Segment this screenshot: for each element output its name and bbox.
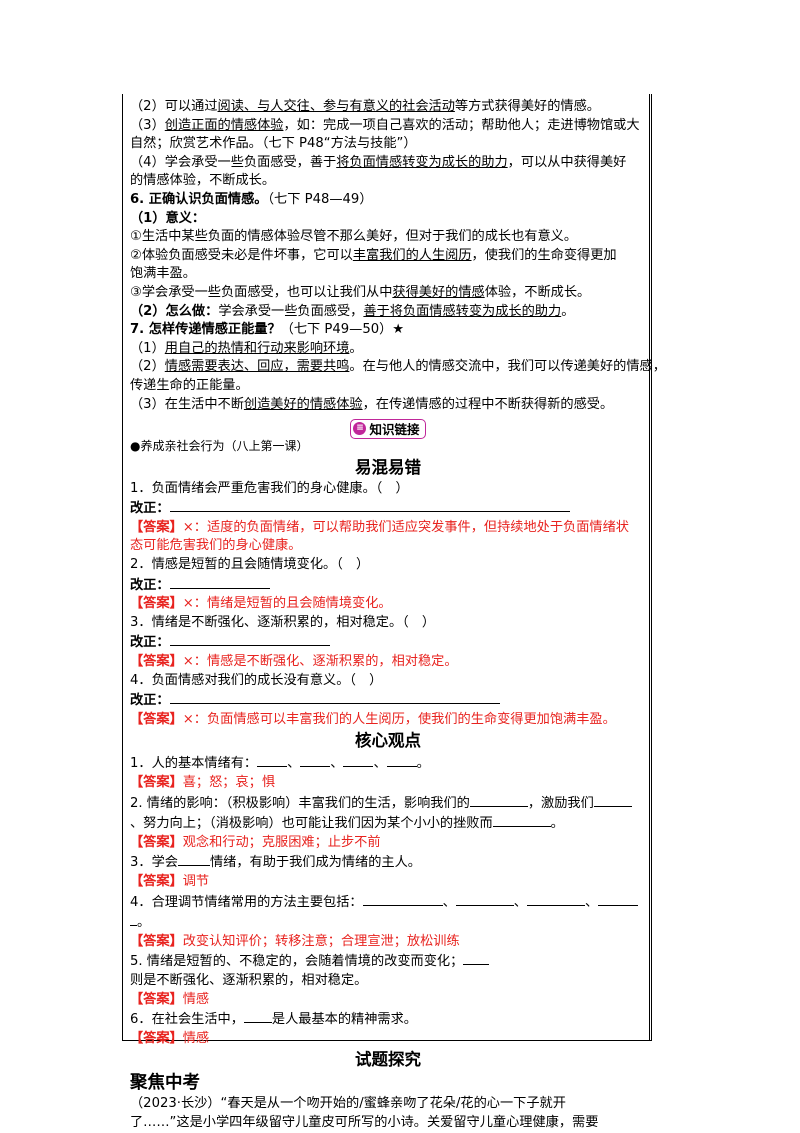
focus-heading: 聚焦中考 (130, 1073, 200, 1094)
main-content: （2）可以通过阅读、与人交往、参与有意义的社会活动等方式获得美好的情感。 （3）… (130, 98, 666, 1133)
answer-blank (526, 892, 585, 906)
answer-blank (177, 852, 210, 867)
kb-heading: 7. 怎样传递情感正能量？（七下 P49—50）★ (130, 322, 405, 338)
table-frame (122, 94, 652, 1041)
answer-line: 【答案】改变认知评价；转移注意；合理宣泄；放松训练 (130, 933, 460, 949)
kb-line: （2）怎么做：学会承受一些负面感受，善于将负面情感转变为成长的助力。 (130, 303, 575, 319)
document-icon: ≡ (353, 422, 367, 436)
answer-blank (492, 813, 551, 828)
question: 5. 情绪是短暂的、不稳定的，会随着情境的改变而变化； (130, 951, 646, 972)
kb-line: （4）学会承受一些负面感受，善于将负面情感转变为成长的助力，可以从中获得美好 (130, 154, 627, 170)
kb-line: （2）情感需要表达、回应，需要共鸣。在与他人的情感交流中，我们可以传递美好的情感… (130, 359, 666, 375)
link-item: ●养成亲社会行为（八上第一课） (130, 439, 309, 454)
answer-blank (257, 753, 288, 768)
section-title-explore: 试题探究 (355, 1050, 421, 1070)
answer-line: 【答案】×：负面情感可以丰富我们的人生阅历，使我们的生命变得更加饱满丰盈。 (130, 711, 616, 727)
answer-line: 【答案】情感 (130, 991, 210, 1007)
correction-line: 改正： (130, 498, 646, 519)
correction-line: 改正： (130, 632, 646, 653)
kb-line: （3）在生活中不断创造美好的情感体验，在传递情感的过程中不断获得新的感受。 (130, 396, 614, 412)
kb-line: 自然；欣赏艺术作品。（七下 P48“方法与技能”） (130, 136, 417, 152)
answer-blank (362, 892, 443, 906)
question: 6．在社会生活中，是人最基本的精神需求。 (130, 1009, 646, 1030)
column-divider (649, 94, 650, 1040)
kb-subheading: （1）意义： (130, 210, 206, 226)
answer-blank (593, 793, 632, 807)
answer-blank (300, 753, 331, 768)
answer-blank (469, 793, 528, 807)
answer-line: 【答案】观念和行动；克服困难；止步不前 (130, 834, 381, 850)
answer-blank (169, 498, 570, 513)
kb-line: 传递生命的正能量。 (130, 377, 249, 393)
kb-line: （1）用自己的热情和行动来影响环境。 (130, 340, 363, 356)
answer-blank (386, 753, 417, 768)
answer-blank (243, 1009, 272, 1024)
correction-line: 改正： (130, 690, 646, 711)
kb-line: ②体验负面感受未必是件坏事，它可以丰富我们的人生阅历，使我们的生命变得更加 (130, 247, 617, 263)
question: 则是不断强化、逐渐积累的，相对稳定。 (130, 972, 368, 988)
kb-line: （3）创造正面的情感体验，如：完成一项自己喜欢的活动；帮助他人；走进博物馆或大 (130, 117, 640, 133)
answer-line: 【答案】×：情感是不断强化、逐渐积累的，相对稳定。 (130, 654, 458, 670)
kb-line: ③学会承受一些负面感受，也可以让我们从中获得美好的情感体验，不断成长。 (130, 284, 591, 300)
knowledge-link-badge: ≡知识链接 (350, 418, 426, 439)
kb-heading: 6. 正确认识负面情感。（七下 P48—49） (130, 191, 373, 207)
question-intro: （2023·长沙）“春天是从一个吻开始的/蜜蜂亲吻了花朵/花的心一下子就开 (130, 1096, 566, 1112)
kb-line: 的情感体验，不断成长。 (130, 173, 276, 189)
answer-line: 【答案】×：情绪是短暂的且会随情境变化。 (130, 596, 392, 612)
answer-blank (343, 753, 374, 768)
answer-blank (455, 892, 514, 906)
answer-blank (169, 575, 270, 589)
question: 3．学会情绪，有助于我们成为情绪的主人。 (130, 852, 646, 873)
question: 1．负面情绪会严重危害我们的身心健康。（ ） (130, 480, 409, 496)
answer-blank (130, 912, 137, 927)
answer-line: 【答案】调节 (130, 873, 210, 889)
question: 4．负面情感对我们的成长没有意义。（ ） (130, 672, 383, 688)
question: 2．情感是短暂的且会随情境变化。（ ） (130, 557, 370, 573)
answer-line: 态可能危害我们的身心健康。 (130, 538, 302, 554)
correction-line: 改正： (130, 575, 646, 596)
answer-blank (169, 690, 500, 705)
answer-blank (169, 632, 330, 647)
answer-line: 【答案】情感 (130, 1030, 210, 1046)
question: 、努力向上；（消极影响）也可能让我们因为某个小小的挫败而。 (130, 813, 646, 834)
question: 。 (130, 912, 646, 933)
section-title-core: 核心观点 (355, 731, 421, 751)
question: 3．情绪是不断强化、逐渐积累的，相对稳定。（ ） (130, 614, 436, 630)
kb-line: ①生活中某些负面的情感体验尽管不那么美好，但对于我们的成长也有意义。 (130, 229, 578, 245)
knowledge-link-badge-row: ≡知识链接 (130, 415, 646, 439)
question: 4．合理调节情绪常用的方法主要包括：、、、 (130, 892, 646, 913)
kb-line: （2）可以通过阅读、与人交往、参与有意义的社会活动等方式获得美好的情感。 (130, 99, 600, 114)
kb-line: 饱满丰盈。 (130, 266, 196, 282)
answer-blank (463, 951, 490, 966)
question-intro: 了……”这是小学四年级留守儿童皮可所写的小诗。关爱留守儿童心理健康，需要 (130, 1114, 599, 1130)
answer-line: 【答案】喜；怒；哀；惧 (130, 775, 276, 790)
answer-line: 【答案】×：适度的负面情绪，可以帮助我们适应突发事件，但持续地处于负面情绪状 (130, 519, 629, 535)
answer-blank (598, 892, 639, 906)
question: 2. 情绪的影响：（积极影响）丰富我们的生活，影响我们的，激励我们 (130, 793, 646, 814)
question: 1．人的基本情绪有：、、、。 (130, 753, 646, 774)
section-title-confusing: 易混易错 (355, 457, 421, 477)
